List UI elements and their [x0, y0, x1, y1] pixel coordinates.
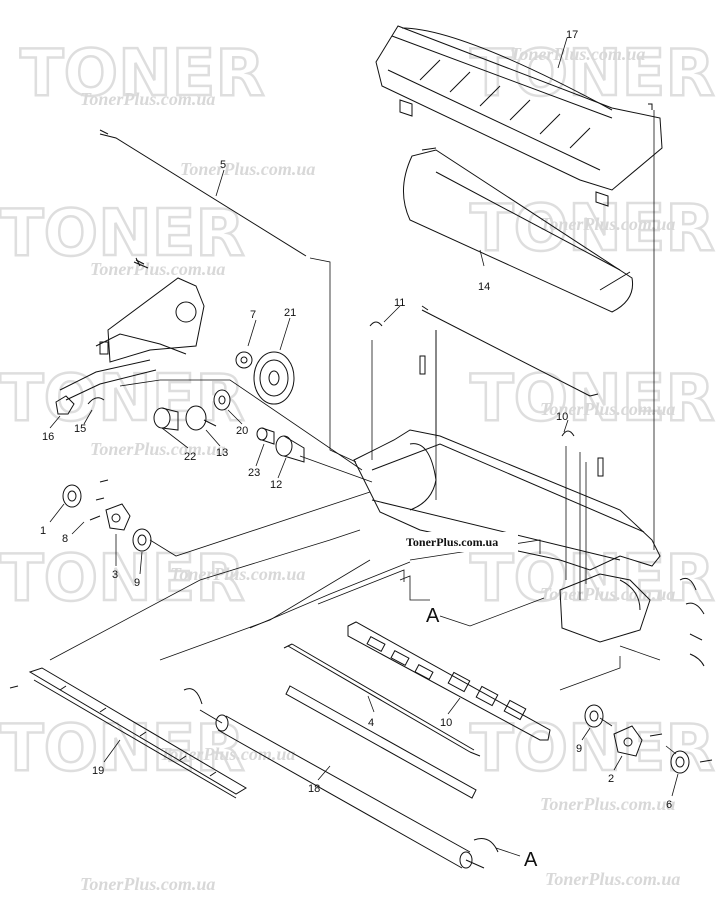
bushing-left — [183, 688, 203, 705]
watermark-brand: TONER — [20, 37, 265, 111]
callout-12: 11 — [394, 297, 405, 309]
callout-6: 6 — [666, 799, 672, 811]
left-small-parts — [55, 103, 653, 552]
bushing-right — [473, 838, 499, 853]
watermark-brand: TONER — [0, 712, 245, 786]
section-marker-a: A — [524, 849, 538, 871]
part-4-rod — [283, 643, 481, 757]
callout-8: 8 — [62, 533, 68, 545]
callout-3: 3 — [112, 569, 118, 581]
callout-4: 4 — [368, 717, 374, 729]
screws-left — [89, 479, 109, 521]
part-2-bracket — [613, 725, 643, 757]
part-12 — [369, 321, 383, 327]
watermark-site: TonerPlus.com.ua — [80, 89, 215, 109]
watermark-site: TonerPlus.com.ua — [545, 869, 680, 889]
callout-21: 20 — [236, 425, 248, 437]
leader-lines — [49, 110, 677, 755]
part-5-rod — [99, 129, 307, 257]
watermark-brand: TONER — [0, 362, 245, 436]
callout-24: 23 — [248, 467, 260, 479]
watermark-site: TonerPlus.com.ua — [160, 744, 295, 764]
callout-1: 1 — [40, 525, 46, 537]
part-16 — [87, 397, 105, 405]
callout-7: 7 — [250, 309, 256, 321]
part-14-gear — [185, 405, 217, 431]
part-22-gear — [253, 351, 295, 405]
callout-9-right: 9 — [576, 743, 582, 755]
watermark-brand: TONER — [470, 362, 715, 436]
part-9-bearing-right — [584, 704, 604, 728]
site-label: TonerPlus.com.ua — [368, 532, 518, 552]
part-3-bracket — [105, 503, 131, 531]
watermark-brand: TONER — [0, 197, 245, 271]
callout-13: 12 — [270, 479, 282, 491]
section-marker-a: A — [426, 605, 440, 627]
right-small-parts — [584, 577, 713, 774]
watermark-site: TonerPlus.com.ua — [540, 214, 675, 234]
callout-15: 14 — [478, 281, 490, 293]
part-13-gear — [275, 435, 305, 463]
watermark-site: TonerPlus.com.ua — [90, 259, 225, 279]
watermark-brand: TONER — [470, 192, 715, 266]
callout-14: 13 — [216, 447, 228, 459]
watermark-brand: TONER — [0, 542, 245, 616]
part-1-bearing — [62, 484, 82, 508]
callout-17: 16 — [42, 431, 54, 443]
part-19-roller — [183, 685, 499, 869]
callout-20: 19 — [92, 765, 104, 777]
watermark-site: TonerPlus.com.ua — [540, 794, 675, 814]
clips-right — [679, 577, 705, 667]
part-23-bushing — [153, 407, 179, 431]
watermark-layer: TONER TONER TONER TONER TONER TONER TONE… — [0, 36, 716, 894]
callout-leaders — [49, 37, 679, 857]
part-17 — [55, 395, 75, 415]
part-15-guide — [402, 147, 634, 313]
watermark-site: TonerPlus.com.ua — [170, 564, 305, 584]
part-20-rail — [9, 667, 247, 799]
part-11 — [561, 430, 575, 437]
callout-19: 18 — [308, 783, 320, 795]
callout-5: 5 — [220, 159, 226, 171]
callout-11: 10 — [556, 411, 568, 423]
callout-10: 10 — [440, 717, 452, 729]
callout-labels: 17 5 14 11 7 21 10 16 15 20 22 13 23 12 … — [40, 29, 672, 811]
part-10-plate — [347, 621, 551, 741]
callout-9-left: 9 — [134, 577, 140, 589]
watermark-site: TonerPlus.com.ua — [180, 159, 315, 179]
section-markers: A A — [426, 605, 538, 871]
callout-22: 21 — [284, 307, 296, 319]
left-gear-plate — [59, 257, 205, 401]
callout-2: 2 — [608, 773, 614, 785]
part-6-bearing — [670, 750, 690, 774]
part-21-gear — [213, 389, 231, 411]
callout-18: 17 — [566, 29, 578, 41]
callout-16: 15 — [74, 423, 86, 435]
screws-right — [649, 733, 713, 763]
screws-top — [135, 103, 653, 265]
watermark-site: TonerPlus.com.ua — [540, 584, 675, 604]
watermark-site: TonerPlus.com.ua — [80, 874, 215, 894]
callout-23: 22 — [184, 451, 196, 463]
part-18-top-cover — [375, 25, 663, 207]
watermark-site: TonerPlus.com.ua — [540, 399, 675, 419]
part-24-bushing — [256, 427, 275, 445]
part-7-gear — [235, 351, 253, 369]
part-9-bearing-left — [132, 528, 152, 552]
watermark-site: TonerPlus.com.ua — [510, 44, 645, 64]
site-label-text: TonerPlus.com.ua — [406, 535, 498, 549]
watermark-site: TonerPlus.com.ua — [90, 439, 225, 459]
